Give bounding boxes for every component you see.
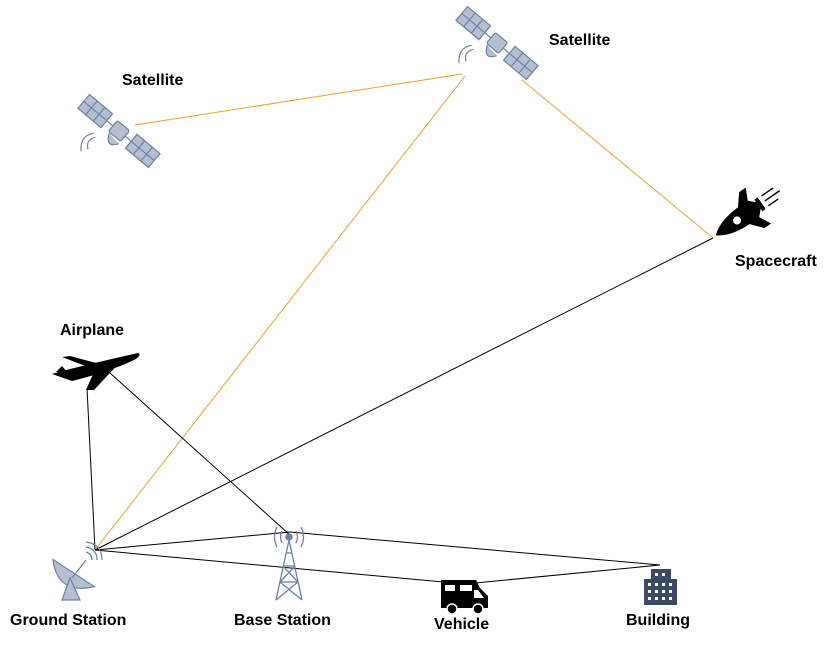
satellite-links (94, 73, 714, 551)
truck-icon (441, 580, 488, 615)
cell-tower-icon (273, 526, 305, 601)
satellite-top-label: Satellite (549, 32, 611, 49)
ground-station-label: Ground Station (10, 612, 127, 629)
satellite-icon (455, 5, 539, 81)
airplane-icon (52, 353, 140, 390)
building-label: Building (626, 612, 690, 629)
link-airplane-base-station (109, 372, 291, 536)
ground-links (86, 237, 714, 585)
link-airplane-ground-station (86, 387, 96, 551)
link-spacecraft-ground-station (94, 237, 714, 551)
satellite-icon (77, 93, 161, 169)
satellite-left-label: Satellite (122, 72, 184, 89)
spacecraft-label: Spacecraft (735, 253, 817, 270)
link-base-station-building (289, 531, 661, 566)
airplane-label: Airplane (60, 322, 125, 339)
link-satellite-spacecraft (521, 79, 714, 239)
rocket-icon (715, 187, 781, 236)
satellite-dish-icon (52, 541, 103, 601)
link-vehicle-building (464, 564, 661, 585)
base-station-label: Base Station (234, 612, 331, 629)
link-satellite-ground-station (94, 75, 466, 551)
link-ground-station-base-station (94, 531, 291, 551)
vehicle-label: Vehicle (434, 616, 490, 633)
building-icon (644, 569, 677, 605)
link-satellite-satellite (134, 73, 463, 126)
link-ground-station-vehicle (94, 549, 466, 585)
